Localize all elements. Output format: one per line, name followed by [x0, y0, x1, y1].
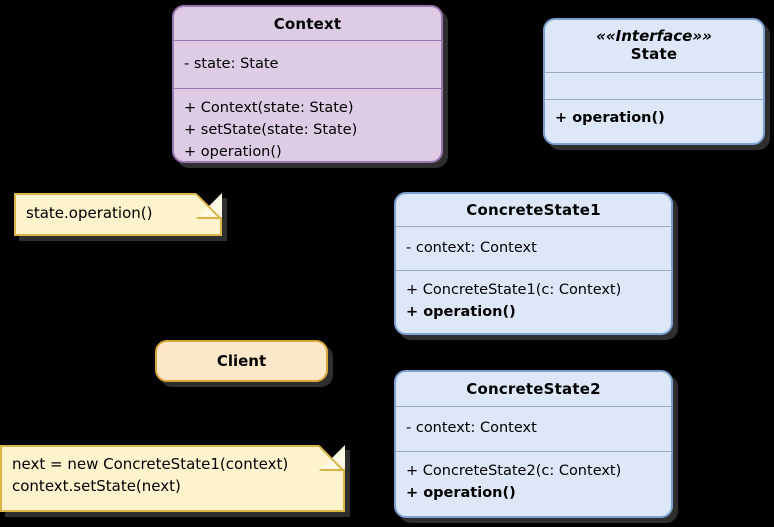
class-state-attributes-compartment — [545, 72, 763, 99]
class-box-context[interactable]: Context - state: State + Context(state: … — [172, 5, 443, 163]
class-concrete-state-2-operation-0: + ConcreteState2(c: Context) — [406, 463, 622, 479]
note-transition[interactable]: next = new ConcreteState1(context) conte… — [0, 445, 345, 512]
class-context-operations-compartment: + Context(state: State) + setState(state… — [174, 88, 441, 161]
note-transition-line-1: context.setState(next) — [12, 476, 181, 495]
class-concrete-state-1-attribute-0: - context: Context — [406, 239, 537, 256]
note-context-operation-line-0: state.operation() — [26, 204, 153, 222]
class-state-name: State — [630, 45, 678, 63]
class-state-operations-compartment: + operation() — [545, 99, 763, 136]
class-concrete-state-2-name: ConcreteState2 — [466, 380, 601, 398]
class-context-attributes-compartment: - state: State — [174, 40, 441, 88]
class-context-attribute-0: - state: State — [184, 55, 279, 72]
class-concrete-state-2-attributes-compartment: - context: Context — [396, 406, 671, 451]
class-client-name: Client — [216, 352, 267, 370]
note-transition-line-0: next = new ConcreteState1(context) — [12, 455, 289, 473]
class-concrete-state-1-operation-0: + ConcreteState1(c: Context) — [406, 282, 622, 298]
note-context-operation[interactable]: state.operation() — [14, 193, 222, 236]
class-concrete-state-2-operation-1: + operation() — [406, 484, 516, 501]
class-context-operation-0: + Context(state: State) — [184, 100, 354, 116]
class-context-operation-2: + operation() — [184, 143, 282, 160]
class-state-stereotype: ««Interface»» — [596, 27, 712, 45]
class-box-concrete-state-2[interactable]: ConcreteState2 - context: Context + Conc… — [394, 370, 673, 518]
class-box-client[interactable]: Client — [155, 340, 328, 382]
class-concrete-state-1-operation-1: + operation() — [406, 303, 516, 320]
class-concrete-state-2-operations-compartment: + ConcreteState2(c: Context) + operation… — [396, 451, 671, 511]
class-context-name: Context — [273, 14, 342, 33]
class-box-concrete-state-1[interactable]: ConcreteState1 - context: Context + Conc… — [394, 192, 673, 335]
class-concrete-state-1-attributes-compartment: - context: Context — [396, 226, 671, 270]
class-state-operation-0: + operation() — [555, 110, 665, 126]
class-concrete-state-1-operations-compartment: + ConcreteState1(c: Context) + operation… — [396, 270, 671, 330]
class-context-title-compartment: Context — [174, 7, 441, 40]
class-concrete-state-1-name: ConcreteState1 — [466, 201, 601, 219]
class-concrete-state-2-title-compartment: ConcreteState2 — [396, 372, 671, 406]
note-transition-body: next = new ConcreteState1(context) conte… — [2, 447, 343, 506]
class-concrete-state-2-attribute-0: - context: Context — [406, 420, 537, 437]
class-concrete-state-1-title-compartment: ConcreteState1 — [396, 194, 671, 226]
class-box-state[interactable]: ««Interface»» State + operation() — [543, 18, 765, 145]
class-state-title-compartment: ««Interface»» State — [545, 20, 763, 72]
class-context-operation-1: + setState(state: State) — [184, 121, 358, 138]
